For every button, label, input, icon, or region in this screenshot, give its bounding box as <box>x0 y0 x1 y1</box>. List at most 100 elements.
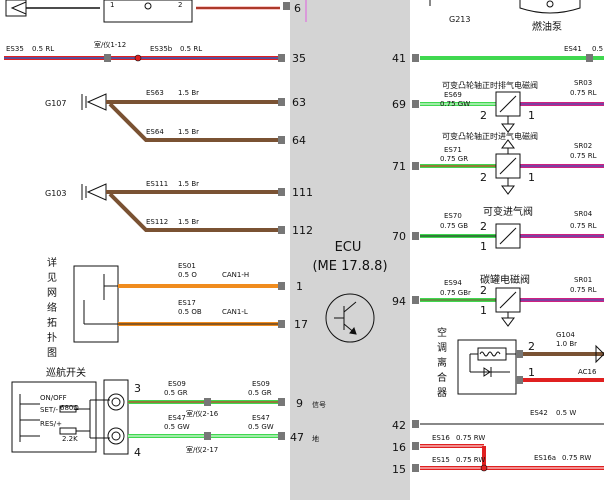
label-69: 可变凸轮轴正时排气电磁阀 <box>442 80 538 90</box>
set-label: SET/- <box>40 406 59 414</box>
pin-9: 9 <box>296 397 303 410</box>
ac16-label: AC16 <box>578 368 597 376</box>
pin-71: 71 <box>392 160 406 173</box>
wire-es15: ES15 <box>432 456 450 464</box>
wire-es112: ES112 <box>146 218 168 226</box>
res-label: RES/+ <box>40 420 62 428</box>
transistor-icon <box>325 293 375 343</box>
n2-71: 2 <box>480 171 487 184</box>
size-es47a: 0.5 GW <box>164 423 190 431</box>
wire-es17: ES17 <box>178 299 196 307</box>
size-es16a: 0.75 RW <box>562 454 591 462</box>
n1-94: 1 <box>480 304 487 317</box>
wire-es70: ES70 <box>444 212 462 220</box>
size-es09b: 0.5 GR <box>248 389 272 397</box>
wire-es35: ES35 <box>6 45 24 53</box>
size-es09a: 0.5 GR <box>164 389 188 397</box>
wire-es47a: ES47 <box>168 414 186 422</box>
pin-112: 112 <box>292 224 313 237</box>
signal-47: 地 <box>312 434 319 443</box>
size-es16: 0.75 RW <box>456 434 485 442</box>
pin-41: 41 <box>392 52 406 65</box>
size-es35b: 0.5 RL <box>180 45 202 53</box>
label-70: 可变进气阀 <box>483 205 533 218</box>
label-94: 碳罐电磁阀 <box>480 273 530 286</box>
size-es111: 1.5 Br <box>178 180 199 188</box>
ground-g107: G107 ES63 1.5 Br ES64 1.5 Br 63 64 <box>45 89 306 147</box>
size-sr04: 0.75 RL <box>570 222 597 230</box>
size-es94: 0.75 GBr <box>440 289 471 297</box>
n2-69: 2 <box>480 109 487 122</box>
n1-70: 1 <box>480 240 487 253</box>
pin-94: 94 <box>392 295 406 308</box>
topology-char-4: 拓 <box>47 317 57 329</box>
label-71: 可变凸轮轴正时进气电磁阀 <box>442 131 538 141</box>
wire-es41: ES41 <box>564 45 582 53</box>
n1-69: 1 <box>528 109 535 122</box>
clutch-pin-2: 2 <box>528 340 535 353</box>
wire-es09b: ES09 <box>252 380 270 388</box>
wire-sr04: SR04 <box>574 210 593 218</box>
size-es35: 0.5 RL <box>32 45 54 53</box>
ecu-label: ECU <box>335 240 362 255</box>
clutch-char-2: 离 <box>437 356 447 369</box>
pin-6: 6 <box>294 2 301 15</box>
clutch-char-3: 合 <box>437 371 447 384</box>
topology-char-0: 详 <box>47 256 57 269</box>
pin-111: 111 <box>292 186 313 199</box>
clutch-char-4: 器 <box>437 387 447 399</box>
size-es47b: 0.5 GW <box>248 423 274 431</box>
size-es69: 0.75 GW <box>440 100 470 108</box>
g104-size: 1.0 Br <box>556 340 577 348</box>
r2-label: 2.2K <box>62 435 78 443</box>
pin-47: 47 <box>290 431 304 444</box>
rows-16-15: 16 ES16 0.75 RW 15 ES15 0.75 RW ES16a 0.… <box>392 434 604 476</box>
wire-es64: ES64 <box>146 128 164 136</box>
wire-sr02: SR02 <box>574 142 592 150</box>
svg-text:1: 1 <box>110 1 114 9</box>
wire-es09a: ES09 <box>168 380 186 388</box>
topology-char-3: 络 <box>47 301 57 314</box>
size-sr03: 0.75 RL <box>570 89 597 97</box>
wire-es42: ES42 <box>530 409 548 417</box>
top-left-fragment: 1 2 6 <box>5 0 301 23</box>
g104-label: G104 <box>556 331 575 339</box>
splice-47: 室/仪2-17 <box>186 445 218 454</box>
pin-17: 17 <box>294 318 308 331</box>
wire-es71: ES71 <box>444 146 462 154</box>
pin-35: 35 <box>292 52 306 65</box>
wire-es16a: ES16a <box>534 454 556 462</box>
size-es112: 1.5 Br <box>178 218 199 226</box>
size-sr02: 0.75 RL <box>570 152 597 160</box>
svg-text:2: 2 <box>178 1 182 9</box>
row-71: 可变凸轮轴正时进气电磁阀 71 ES71 0.75 GR SR02 0.75 R… <box>392 131 604 195</box>
wire-sr03: SR03 <box>574 79 592 87</box>
row-35: ES35 0.5 RL 室/仪1-12 ES35b 0.5 RL 35 <box>4 40 306 65</box>
pin-63: 63 <box>292 96 306 109</box>
row-94: 碳罐电磁阀 94 ES94 0.75 GBr SR01 0.75 RL 2 1 <box>392 273 604 327</box>
conn-3: 3 <box>134 382 141 395</box>
size-es70: 0.75 GB <box>440 222 468 230</box>
size-es01: 0.5 O <box>178 271 197 279</box>
pin-1: 1 <box>296 280 303 293</box>
signal-can-l: CAN1-L <box>222 308 248 316</box>
splice-9: 室/仪2-16 <box>186 409 219 418</box>
fuel-pump-label: 燃油泵 <box>532 20 562 33</box>
wire-es35b: ES35b <box>150 45 173 53</box>
cruise-title: 巡航开关 <box>46 366 86 379</box>
signal-can-h: CAN1-H <box>222 271 249 279</box>
fuel-pump-fragment: G213 燃油泵 <box>429 0 581 33</box>
size-es42: 0.5 W <box>556 409 576 417</box>
clutch-char-0: 空 <box>437 326 447 339</box>
row-41: 41 ES41 0.5 G <box>392 45 604 65</box>
wire-sr01: SR01 <box>574 276 592 284</box>
wire-es111: ES111 <box>146 180 168 188</box>
row-69: 可变凸轮轴正时排气电磁阀 69 ES69 0.75 GW SR03 0.75 R… <box>392 79 604 133</box>
topology-char-5: 扑 <box>47 331 57 344</box>
on-off-label: ON/OFF <box>40 394 67 402</box>
pin-42: 42 <box>392 419 406 432</box>
size-es64: 1.5 Br <box>178 128 199 136</box>
pin-64: 64 <box>292 134 306 147</box>
wire-es63: ES63 <box>146 89 164 97</box>
clutch-pin-1: 1 <box>528 366 535 379</box>
